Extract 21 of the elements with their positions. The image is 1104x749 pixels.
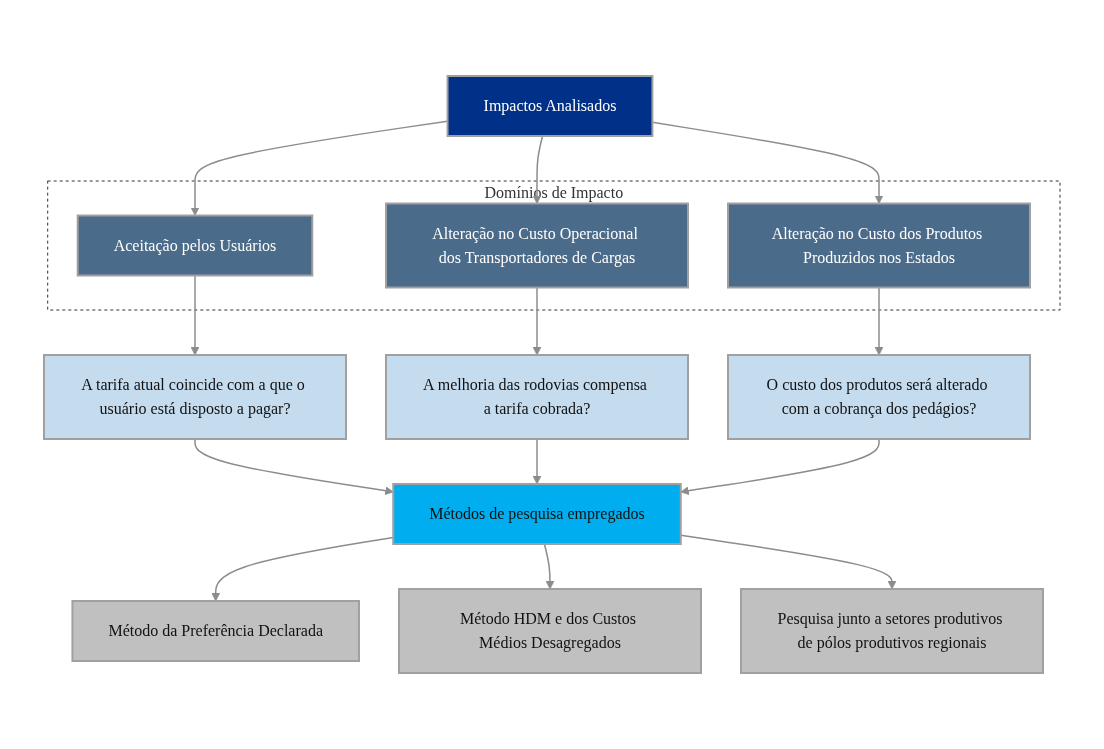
arrow <box>680 534 897 590</box>
arrow <box>190 274 200 356</box>
node-box: Método da Preferência Declarada <box>71 600 360 662</box>
node-box: Alteração no Custo Operacional dos Transportadores de Cargas <box>385 202 689 289</box>
arrow <box>211 536 394 602</box>
node-box: Aceitação pelos Usuários <box>76 214 314 277</box>
arrow <box>680 438 880 496</box>
node-box: A tarifa atual coincide com a que o usuário está disposto a pagar? <box>43 354 347 440</box>
node-box: Métodos de pesquisa empregados <box>392 483 682 545</box>
arrow <box>532 135 544 204</box>
node-box: A melhoria das rodovias compensa a tarifa cobrada? <box>385 354 689 440</box>
arrow <box>532 438 542 485</box>
node-box: Pesquisa junto a setores produtivos de pólos produtivos regionais <box>740 588 1044 674</box>
arrow <box>543 543 555 590</box>
node-box: Alteração no Custo dos Produtos Produzidos nos Estados <box>727 202 1031 289</box>
node-box: Método HDM e dos Custos Médios Desagregados <box>398 588 702 674</box>
arrow <box>874 286 884 356</box>
arrow <box>194 438 394 496</box>
node-box: Impactos Analisados <box>446 75 654 137</box>
arrow <box>532 286 542 356</box>
node-box: O custo dos produtos será alterado com a cobrança dos pedágios? <box>727 354 1031 440</box>
